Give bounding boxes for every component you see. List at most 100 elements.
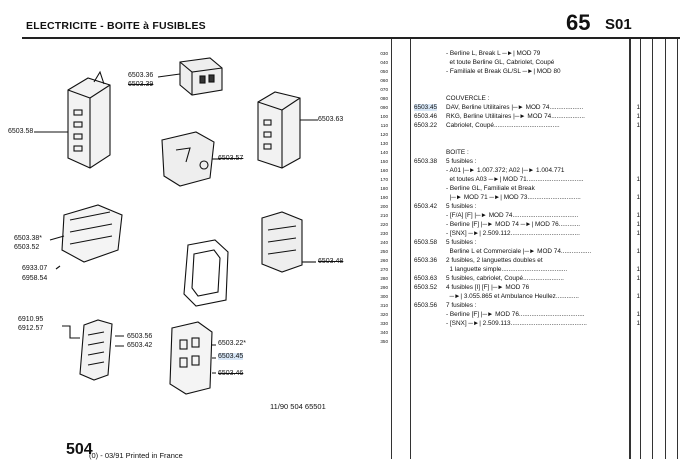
line-number: 260 <box>380 258 388 263</box>
line-number: 250 <box>380 249 388 254</box>
line-number: 130 <box>380 141 388 146</box>
label-695854: 6958.54 <box>22 275 48 282</box>
label-650363: 6503.63 <box>318 116 344 123</box>
line-number: 330 <box>380 321 388 326</box>
divider-ref <box>410 39 411 459</box>
footer-page-number: 504 <box>66 441 93 458</box>
line-number: 030 <box>380 51 388 56</box>
part-quantity: 1 <box>636 275 640 282</box>
line-number: 120 <box>380 132 388 137</box>
part-description: Cabriolet, Coupé........................… <box>446 122 560 129</box>
part-quantity: 1 <box>636 104 640 111</box>
part-reference: 6503.46 <box>414 113 438 120</box>
page-number: 65 <box>566 10 591 35</box>
parts-diagram <box>34 57 318 395</box>
part-reference: 6503.63 <box>414 275 438 282</box>
label-650358: 6503.58 <box>8 128 34 135</box>
label-691257: 6912.57 <box>18 325 44 332</box>
page-title: ELECTRICITE - BOITE à FUSIBLES <box>26 20 206 32</box>
footer-print-info: (0) - 03/91 Printed in France <box>89 451 183 460</box>
label-650348: 6503.48 <box>318 258 344 265</box>
line-number: 290 <box>380 285 388 290</box>
part-description: - Berline L, Break L ─►| MOD 79 <box>446 50 541 57</box>
part-quantity: 1 <box>636 311 640 318</box>
line-number: 220 <box>380 222 388 227</box>
section-code: S01 <box>605 16 632 33</box>
part-description: 1 languette simple......................… <box>446 266 568 273</box>
label-650345: 6503.45 <box>218 353 244 360</box>
label-650346: 6503.46 <box>218 370 244 377</box>
doc-code: 11/90 504 65501 <box>270 402 326 411</box>
part-frame-drawing <box>183 239 229 307</box>
part-description: - Berline [F] |─► MOD 74 ─►| MOD 76.....… <box>446 221 581 228</box>
line-number: 070 <box>380 87 388 92</box>
part-description: 5 fusibles : <box>446 203 477 210</box>
divider-c3 <box>665 39 666 459</box>
part-quantity: 1 <box>636 113 640 120</box>
line-number: 320 <box>380 312 388 317</box>
part-quantity: 1 <box>636 248 640 255</box>
label-650336: 6503.36 <box>128 72 154 79</box>
line-number: 050 <box>380 69 388 74</box>
part-description: COUVERCLE : <box>446 95 490 102</box>
part-description: Berline L et Commerciale |─► MOD 74.....… <box>446 248 592 255</box>
line-number: 350 <box>380 339 388 344</box>
line-number: 230 <box>380 231 388 236</box>
label-650322: 6503.22* <box>218 340 247 347</box>
label-693307: 6933.07 <box>22 265 48 272</box>
part-description: et toute Berline GL, Cabriolet, Coupé <box>446 59 555 66</box>
label-650338: 6503.38* <box>14 235 43 242</box>
part-description: - Familiale et Break GL/SL ─►| MOD 80 <box>446 68 561 75</box>
part-650363-drawing <box>257 91 301 169</box>
divider-c4 <box>677 39 678 459</box>
header-rule <box>22 37 680 39</box>
part-description: - [SNX] ─►| 2.509.113...................… <box>446 320 587 327</box>
part-description: - Berline GL, Familiale et Break <box>446 185 535 192</box>
line-number: 270 <box>380 267 388 272</box>
part-650322-drawing <box>169 321 213 395</box>
part-description: |─► MOD 71 ─►| MOD 73...................… <box>446 194 581 201</box>
line-number: 040 <box>380 60 388 65</box>
label-650342: 6503.42 <box>127 342 153 349</box>
divider-left <box>391 39 392 459</box>
line-number: 200 <box>380 204 388 209</box>
label-650339: 6503.39 <box>128 81 154 88</box>
divider-c2 <box>652 39 653 459</box>
part-description: 2 fusibles, 2 languettes doubles et <box>446 257 543 264</box>
part-reference: 6503.38 <box>414 158 438 165</box>
divider-qty <box>629 39 631 459</box>
part-reference: 6503.22 <box>414 122 438 129</box>
line-number: 090 <box>380 105 388 110</box>
line-number: 310 <box>380 303 388 308</box>
label-650356: 6503.56 <box>127 333 153 340</box>
part-reference: 6503.52 <box>414 284 438 291</box>
part-description: 5 fusibles, cabriolet, Coupé............… <box>446 275 564 282</box>
part-reference: 6503.36 <box>414 257 438 264</box>
part-reference: 6503.42 <box>414 203 438 210</box>
part-description: - [SNX] ─►| 2.509.112...................… <box>446 230 580 237</box>
line-number: 340 <box>380 330 388 335</box>
part-quantity: 1 <box>636 293 640 300</box>
part-description: 5 fusibles : <box>446 239 477 246</box>
label-650352: 6503.52 <box>14 244 40 251</box>
part-quantity: 1 <box>636 320 640 327</box>
part-quantity: 1 <box>636 122 640 129</box>
part-description: - Berline [F] |─► MOD 76................… <box>446 311 585 318</box>
part-quantity: 1 <box>636 176 640 183</box>
line-number: 160 <box>380 168 388 173</box>
line-number: 210 <box>380 213 388 218</box>
line-number: 140 <box>380 150 388 155</box>
part-description: - A01 |─► 1.007.372; A02 |─► 1.004.771 <box>446 167 565 174</box>
part-quantity: 1 <box>636 194 640 201</box>
line-number: 180 <box>380 186 388 191</box>
part-connector-drawing <box>79 319 113 381</box>
part-description: DAV, Berline Utilitaires |─► MOD 74.....… <box>446 104 584 111</box>
line-number: 280 <box>380 276 388 281</box>
part-reference: 6503.56 <box>414 302 438 309</box>
part-quantity: 1 <box>636 221 640 228</box>
line-number: 060 <box>380 78 388 83</box>
part-description: BOITE : <box>446 149 469 156</box>
part-description: 4 fusibles [I] [F] |─► MOD 76 <box>446 284 530 291</box>
label-691095: 6910.95 <box>18 316 44 323</box>
part-650336-drawing <box>179 57 223 96</box>
